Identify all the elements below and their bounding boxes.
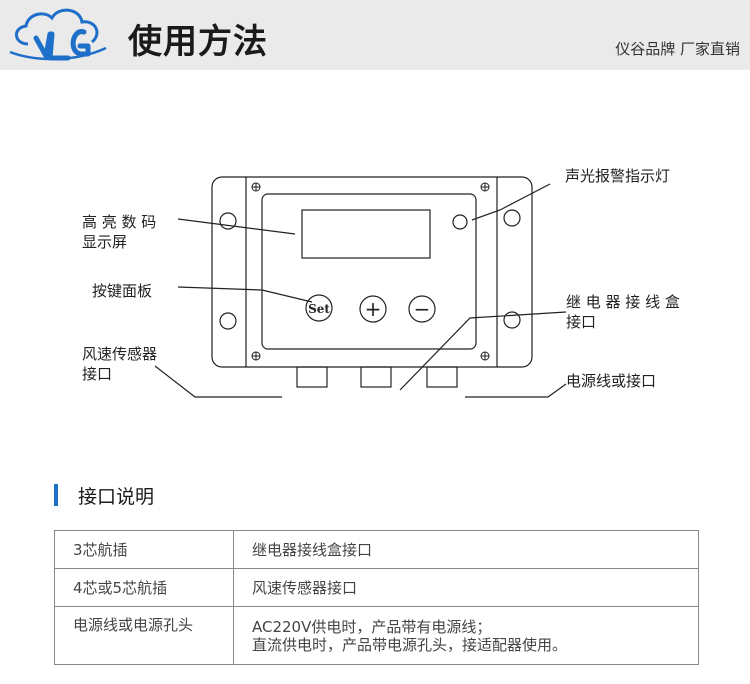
enclosure-outer (211, 176, 533, 368)
table-row: 电源线或电源孔头 AC220V供电时，产品带有电源线； 直流供电时，产品带电源孔… (54, 606, 699, 665)
plus-button-shape (359, 295, 387, 323)
label-display: 高 亮 数 码 显示屏 (82, 213, 157, 251)
table-row: 4芯或5芯航插 风速传感器接口 (54, 568, 699, 607)
mount-hole-icon (219, 212, 237, 230)
label-sensor-port: 风速传感器 接口 (82, 345, 158, 383)
screw-icons (251, 182, 490, 361)
table-cell-desc: 继电器接线盒接口 (233, 530, 699, 569)
table-row: 3芯航插 继电器接线盒接口 (54, 530, 699, 569)
brand-logo-icon (9, 8, 107, 61)
label-relay-port: 继 电 器 接 线 盒 接口 (566, 293, 680, 331)
label-alarm-light: 声光报警指示灯 (565, 167, 671, 185)
plus-button-label: + (365, 297, 382, 321)
page-title: 使用方法 (128, 22, 268, 62)
label-keypad: 按键面板 (92, 282, 153, 300)
set-button-label: Set (308, 302, 330, 316)
mount-hole-icon (503, 311, 521, 329)
mount-hole-icon (503, 209, 521, 227)
brand-slogan: 仪谷品牌 厂家直销 (615, 40, 740, 58)
connector-power (426, 366, 458, 388)
front-panel (261, 193, 477, 350)
minus-button-shape (408, 295, 436, 323)
section-accent-bar (54, 484, 58, 506)
table-cell-desc: AC220V供电时，产品带有电源线； 直流供电时，产品带电源孔头，接适配器使用。 (233, 606, 699, 665)
controller-drawing: Set + − (154, 176, 567, 398)
interface-table: 3芯航插 继电器接线盒接口 4芯或5芯航插 风速传感器接口 电源线或电源孔头 A… (54, 530, 699, 665)
minus-button-label: − (414, 297, 431, 321)
table-cell-port: 4芯或5芯航插 (54, 568, 234, 607)
label-power: 电源线或接口 (566, 372, 657, 390)
device-diagram: Set + − 高 亮 数 码 显示屏 声光报警指示灯 按键面板 继 电 器 接… (0, 150, 750, 410)
section-title: 接口说明 (78, 486, 155, 508)
page-header: 使用方法 仪谷品牌 厂家直销 (0, 0, 750, 70)
table-cell-port: 3芯航插 (54, 530, 234, 569)
set-button-shape (305, 294, 333, 322)
alarm-light-icon (452, 214, 468, 230)
connector-relay (360, 366, 392, 388)
display-window (301, 209, 431, 259)
table-cell-desc: 风速传感器接口 (233, 568, 699, 607)
connector-3pin (296, 366, 328, 388)
table-cell-port: 电源线或电源孔头 (54, 606, 234, 665)
mount-hole-icon (219, 312, 237, 330)
